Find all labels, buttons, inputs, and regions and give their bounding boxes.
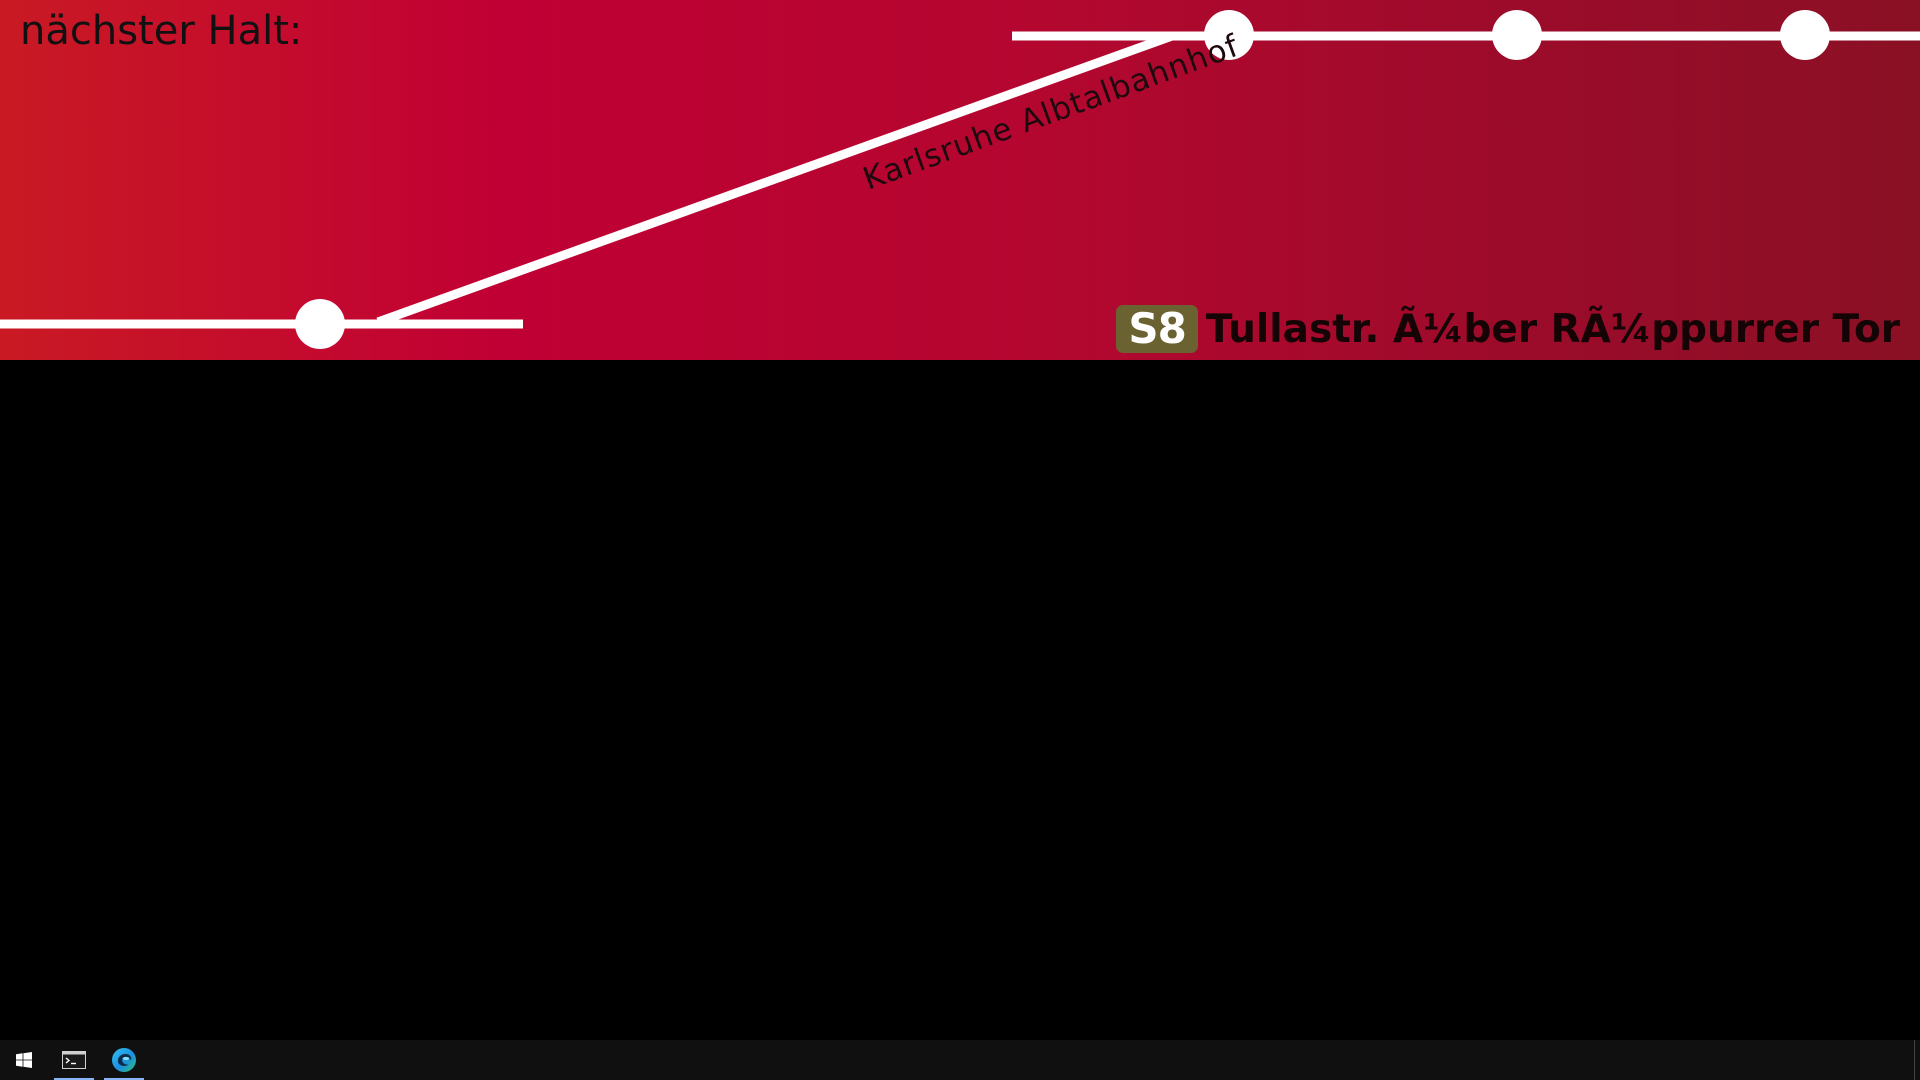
station-dot-upcoming-3 bbox=[1780, 10, 1830, 60]
route-line-diagonal bbox=[376, 31, 1174, 327]
start-button[interactable] bbox=[0, 1040, 48, 1080]
station-name-current: Karlsruhe Albtalbahnhof bbox=[858, 28, 1243, 198]
destination-text: Tullastr. Ã¼ber RÃ¼ppurrer Tor bbox=[1205, 306, 1900, 352]
station-dot-upcoming-2 bbox=[1492, 10, 1542, 60]
taskbar-edge-button[interactable] bbox=[100, 1040, 148, 1080]
passenger-info-display: Karlsruhe Albtalbahnhof nächster Halt: S… bbox=[0, 0, 1920, 360]
windows-logo-icon bbox=[16, 1052, 32, 1068]
next-stop-label: nächster Halt: bbox=[20, 8, 303, 54]
route-lines bbox=[0, 31, 1920, 329]
line-badge: S8 bbox=[1116, 305, 1198, 353]
edge-browser-icon bbox=[112, 1048, 136, 1072]
terminal-icon bbox=[62, 1051, 86, 1069]
taskbar-terminal-button[interactable] bbox=[50, 1040, 98, 1080]
station-dot-upcoming-1 bbox=[1204, 10, 1254, 60]
destination-row: S8 Tullastr. Ã¼ber RÃ¼ppurrer Tor bbox=[1116, 305, 1900, 353]
route-map: Karlsruhe Albtalbahnhof bbox=[0, 10, 1920, 349]
station-dot-previous bbox=[295, 299, 345, 349]
show-desktop-button[interactable] bbox=[1914, 1040, 1920, 1080]
taskbar bbox=[0, 1040, 1920, 1080]
